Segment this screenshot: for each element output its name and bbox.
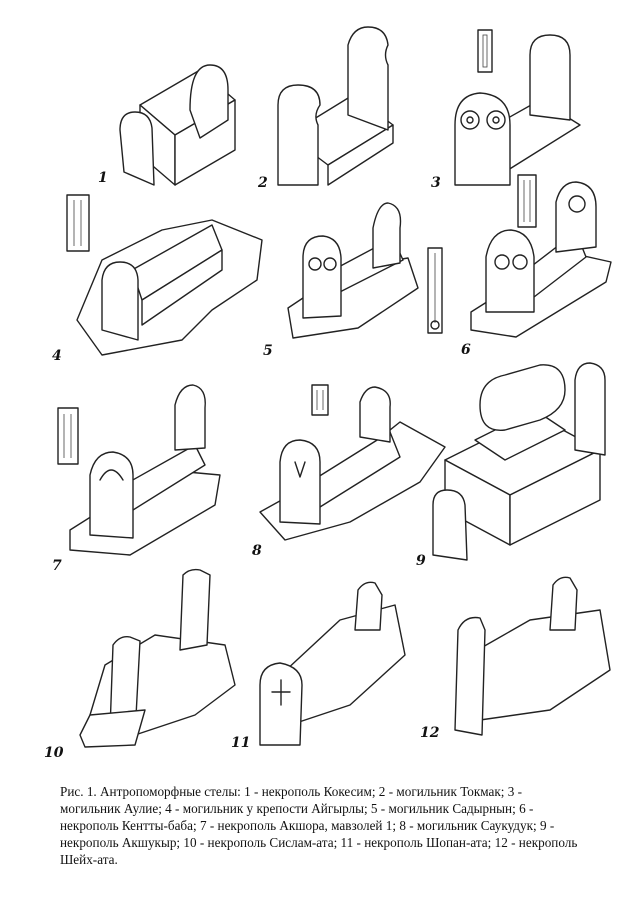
figure-number-4: 4 [52,348,62,364]
figure-number-9: 9 [416,553,426,569]
figure-number-8: 8 [252,543,262,559]
stela-drawing-3 [454,29,581,186]
stela-drawing-11 [259,581,406,746]
figure-number-2: 2 [258,175,268,191]
figure-number-3: 3 [431,175,441,191]
stela-drawing-10 [79,568,236,748]
stela-drawing-1 [119,64,236,186]
stela-drawing-9 [432,362,606,561]
figure-caption: Рис. 1. Антропоморфные стелы: 1 - некроп… [60,784,578,867]
stela-drawing-2 [277,26,394,186]
stela-drawing-7 [57,384,221,556]
figure-number-10: 10 [44,745,64,761]
figure-number-1: 1 [98,170,108,186]
stela-drawing-4 [66,194,263,356]
stelae-figure: 1 2 3 4 5 [44,26,612,761]
stela-drawing-8 [259,384,446,541]
figure-number-12: 12 [420,725,440,741]
figure-number-6: 6 [461,342,471,358]
figure-number-7: 7 [52,558,62,574]
stela-drawing-6 [470,174,612,338]
figure-number-11: 11 [231,735,251,751]
stela-drawing-12 [454,576,611,736]
stela-drawing-5 [287,202,443,339]
figure-number-5: 5 [263,343,273,359]
